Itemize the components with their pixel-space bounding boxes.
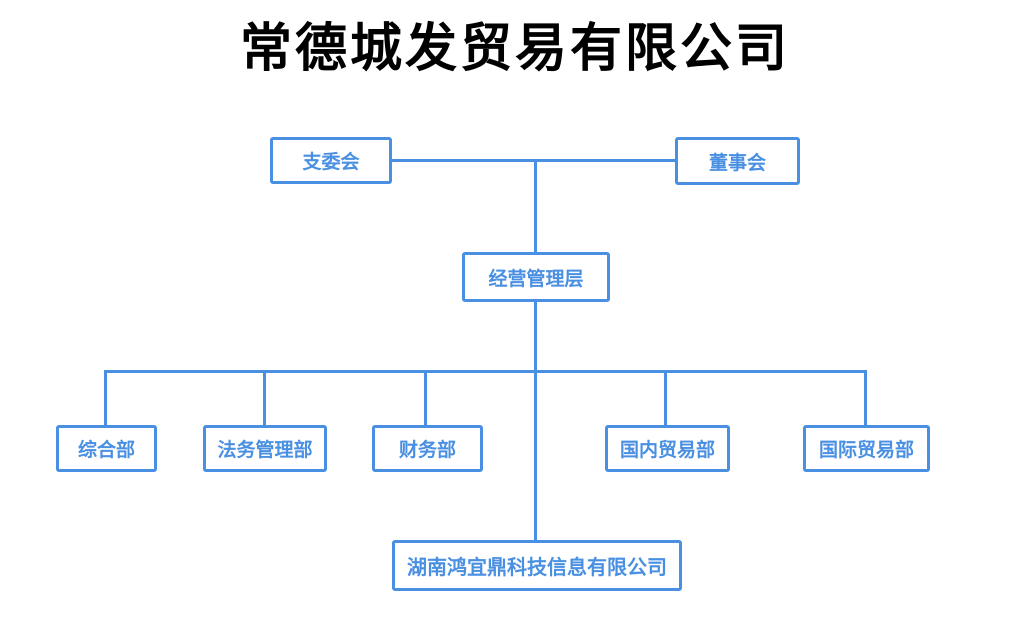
node-subsidiary-company: 湖南鸿宜鼎科技信息有限公司 <box>392 540 682 591</box>
connector-top-vertical <box>534 159 537 252</box>
connector-drop-international-trade <box>864 370 867 425</box>
connector-top-horizontal <box>392 159 675 162</box>
connector-drop-legal <box>263 370 266 425</box>
node-label-branch-committee: 支委会 <box>302 152 360 173</box>
node-label-international-trade-dept: 国际贸易部 <box>818 440 914 461</box>
node-legal-management-dept: 法务管理部 <box>203 425 327 472</box>
node-label-board-of-directors: 董事会 <box>708 152 766 174</box>
connector-drop-finance <box>424 370 427 425</box>
node-label-management-layer: 经营管理层 <box>488 268 584 290</box>
node-label-subsidiary-company: 湖南鸿宜鼎科技信息有限公司 <box>407 557 667 579</box>
connector-drop-domestic-trade <box>664 370 667 425</box>
node-label-general-affairs-dept: 综合部 <box>77 440 135 461</box>
connector-drop-general-affairs <box>104 370 107 425</box>
node-label-legal-management-dept: 法务管理部 <box>217 440 313 461</box>
connector-center-vertical <box>534 301 537 542</box>
node-domestic-trade-dept: 国内贸易部 <box>605 425 730 472</box>
node-finance-dept: 财务部 <box>372 425 483 472</box>
node-label-finance-dept: 财务部 <box>398 440 456 461</box>
node-international-trade-dept: 国际贸易部 <box>803 425 930 472</box>
node-general-affairs-dept: 综合部 <box>56 425 157 472</box>
chart-title: 常德城发贸易有限公司 <box>239 21 790 78</box>
node-branch-committee: 支委会 <box>270 137 392 184</box>
node-board-of-directors: 董事会 <box>675 137 800 185</box>
node-management-layer: 经营管理层 <box>462 252 610 302</box>
connector-bus-horizontal <box>104 370 867 373</box>
node-label-domestic-trade-dept: 国内贸易部 <box>619 440 715 461</box>
